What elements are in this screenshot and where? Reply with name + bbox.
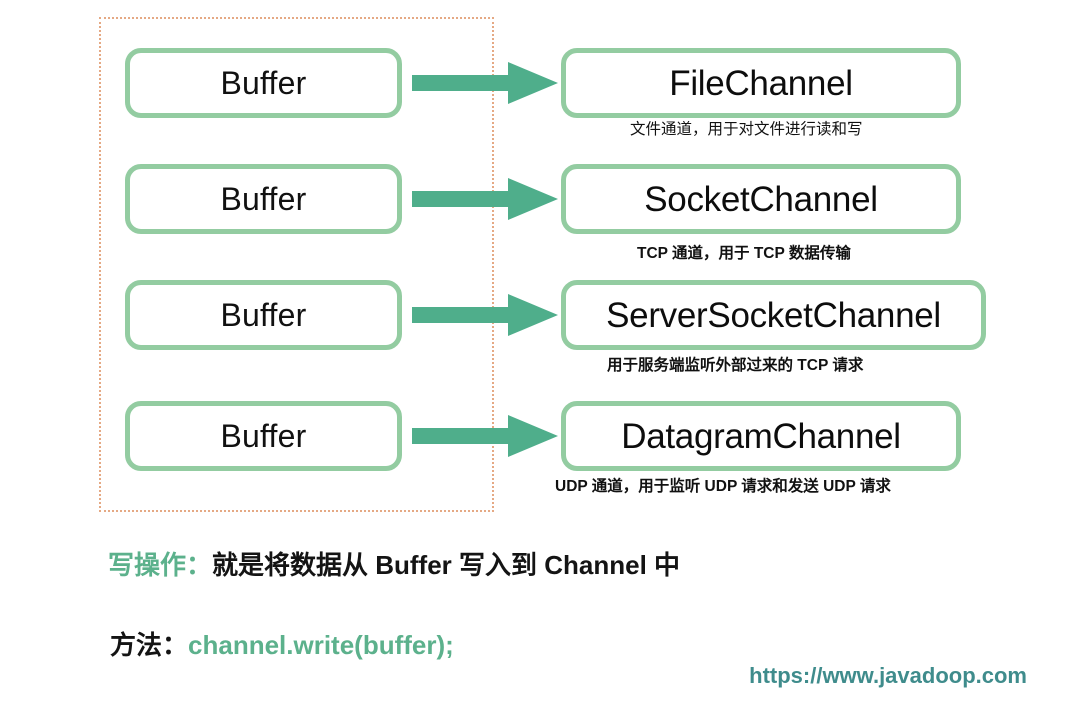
channel-box-serversocketchannel[interactable]: ServerSocketChannel [561,280,986,350]
buffer-box-1[interactable]: Buffer [125,48,402,118]
channel-label-serversocketchannel: ServerSocketChannel [606,295,941,335]
arrow-buffer-to-socketchannel [412,177,560,221]
method-note: 方法：channel.write(buffer); [110,632,454,658]
arrow-buffer-to-datagramchannel [412,414,560,458]
buffer-group-frame [99,17,494,512]
channel-caption-socketchannel: TCP 通道，用于 TCP 数据传输 [637,245,851,262]
buffer-box-4[interactable]: Buffer [125,401,402,471]
channel-box-datagramchannel[interactable]: DatagramChannel [561,401,961,471]
arrow-buffer-to-serversocketchannel [412,293,560,337]
arrow-buffer-to-filechannel [412,61,560,105]
channel-caption-datagramchannel: UDP 通道，用于监听 UDP 请求和发送 UDP 请求 [555,478,891,495]
buffer-label-4: Buffer [220,418,307,454]
write-operation-label: 写操作： [108,550,213,580]
channel-label-filechannel: FileChannel [669,63,853,103]
buffer-label-2: Buffer [220,181,307,217]
buffer-label-3: Buffer [220,297,307,333]
buffer-box-3[interactable]: Buffer [125,280,402,350]
buffer-box-2[interactable]: Buffer [125,164,402,234]
channel-label-socketchannel: SocketChannel [644,179,878,219]
watermark-url: https://www.javadoop.com [749,663,1027,688]
channel-label-datagramchannel: DatagramChannel [621,416,901,456]
channel-box-socketchannel[interactable]: SocketChannel [561,164,961,234]
channel-caption-serversocketchannel: 用于服务端监听外部过来的 TCP 请求 [607,357,864,374]
method-code: channel.write(buffer); [188,630,454,660]
channel-caption-filechannel: 文件通道，用于对文件进行读和写 [630,121,863,138]
channel-box-filechannel[interactable]: FileChannel [561,48,961,118]
write-operation-note: 写操作：就是将数据从 Buffer 写入到 Channel 中 [108,552,680,578]
method-label: 方法： [110,630,189,660]
buffer-label-1: Buffer [220,65,307,101]
write-operation-text: 就是将数据从 Buffer 写入到 Channel 中 [212,550,681,580]
